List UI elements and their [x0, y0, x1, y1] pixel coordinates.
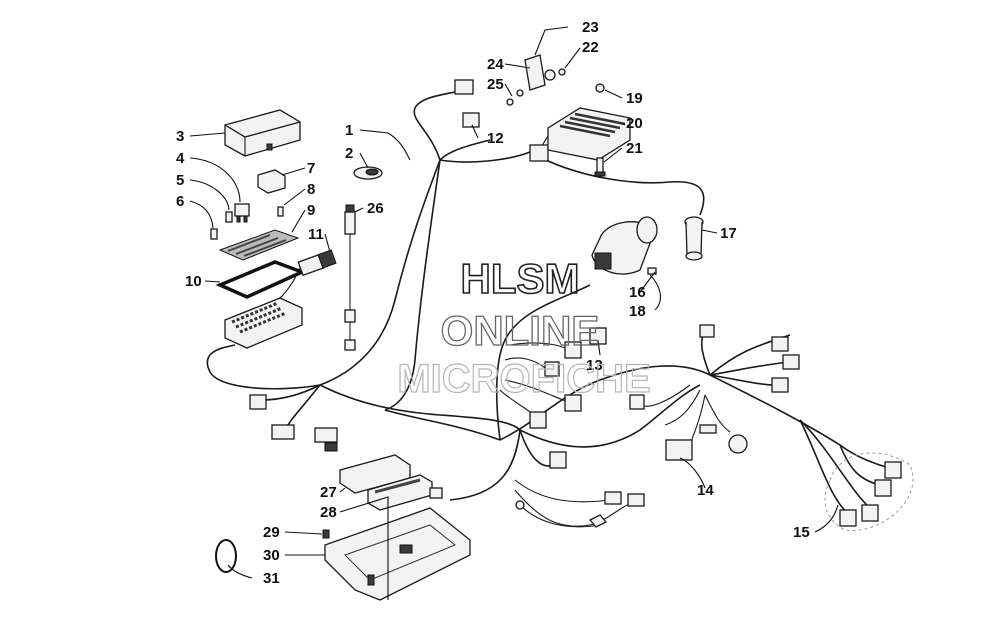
watermark-line2: ONLINE	[441, 307, 600, 354]
callout-7: 7	[307, 160, 315, 177]
callout-28: 28	[320, 504, 337, 521]
callout-18: 18	[629, 303, 646, 320]
callout-14: 14	[697, 482, 714, 499]
fuse-label-card-part	[218, 229, 300, 261]
callout-21: 21	[626, 140, 643, 157]
hardware-19-21-part	[594, 83, 606, 177]
gasket-part	[215, 260, 307, 299]
leader-lines	[189, 26, 839, 600]
callout-27: 27	[320, 484, 337, 501]
callout-31: 31	[263, 570, 280, 587]
fuse-set-part	[210, 203, 250, 240]
callout-8: 8	[307, 181, 315, 198]
callout-29: 29	[263, 524, 280, 541]
voltage-regulator-part	[547, 107, 631, 161]
connector-group-15-part	[699, 324, 914, 531]
callout-30: 30	[263, 547, 280, 564]
relay-part	[257, 169, 286, 194]
callout-12: 12	[487, 130, 504, 147]
connector-11-part	[297, 249, 337, 277]
sensor-26-part	[344, 204, 356, 351]
connector-12-part	[454, 79, 549, 162]
callout-22: 22	[582, 39, 599, 56]
bracket-assembly-part	[506, 54, 566, 106]
callout-20: 20	[626, 115, 643, 132]
callout-6: 6	[176, 193, 184, 210]
callout-13: 13	[586, 357, 603, 374]
callout-25: 25	[487, 76, 504, 93]
callout-4: 4	[176, 150, 185, 167]
callout-9: 9	[307, 202, 315, 219]
callout-2: 2	[345, 145, 353, 162]
clip-2-part	[353, 166, 383, 180]
watermark-line1: HLSM	[461, 255, 580, 302]
callout-19: 19	[626, 90, 643, 107]
callout-1: 1	[345, 122, 353, 139]
battery-leads-part	[515, 491, 645, 528]
callout-17: 17	[720, 225, 737, 242]
fastener-29-part	[322, 529, 330, 539]
fuse-box-cover-part	[224, 109, 301, 157]
band-31-part	[215, 539, 237, 573]
callout-11: 11	[308, 226, 324, 243]
mounting-plate-part	[324, 507, 471, 601]
small-fuse-part	[277, 206, 284, 217]
fuse-box-base-part	[224, 297, 303, 349]
boot-17-part	[684, 216, 704, 261]
watermark: HLSM ONLINE MICROFICHE	[397, 254, 652, 401]
callout-15: 15	[793, 524, 810, 541]
connector-group-13-part	[529, 327, 607, 469]
callout-24: 24	[487, 56, 504, 73]
callout-26: 26	[367, 200, 384, 217]
left-connectors-part	[249, 394, 338, 452]
callout-23: 23	[582, 19, 599, 36]
watermark-line3: MICROFICHE	[397, 357, 650, 401]
callout-10: 10	[185, 273, 202, 290]
callout-5: 5	[176, 172, 184, 189]
callout-3: 3	[176, 128, 184, 145]
callout-16: 16	[629, 284, 646, 301]
starter-solenoid-part	[591, 216, 658, 275]
callout-labels: 1 2 3 4 5 6 7 8 9 10 11 12 13 14 15 16 1…	[176, 19, 810, 587]
plug-cluster-14-part	[629, 394, 748, 461]
